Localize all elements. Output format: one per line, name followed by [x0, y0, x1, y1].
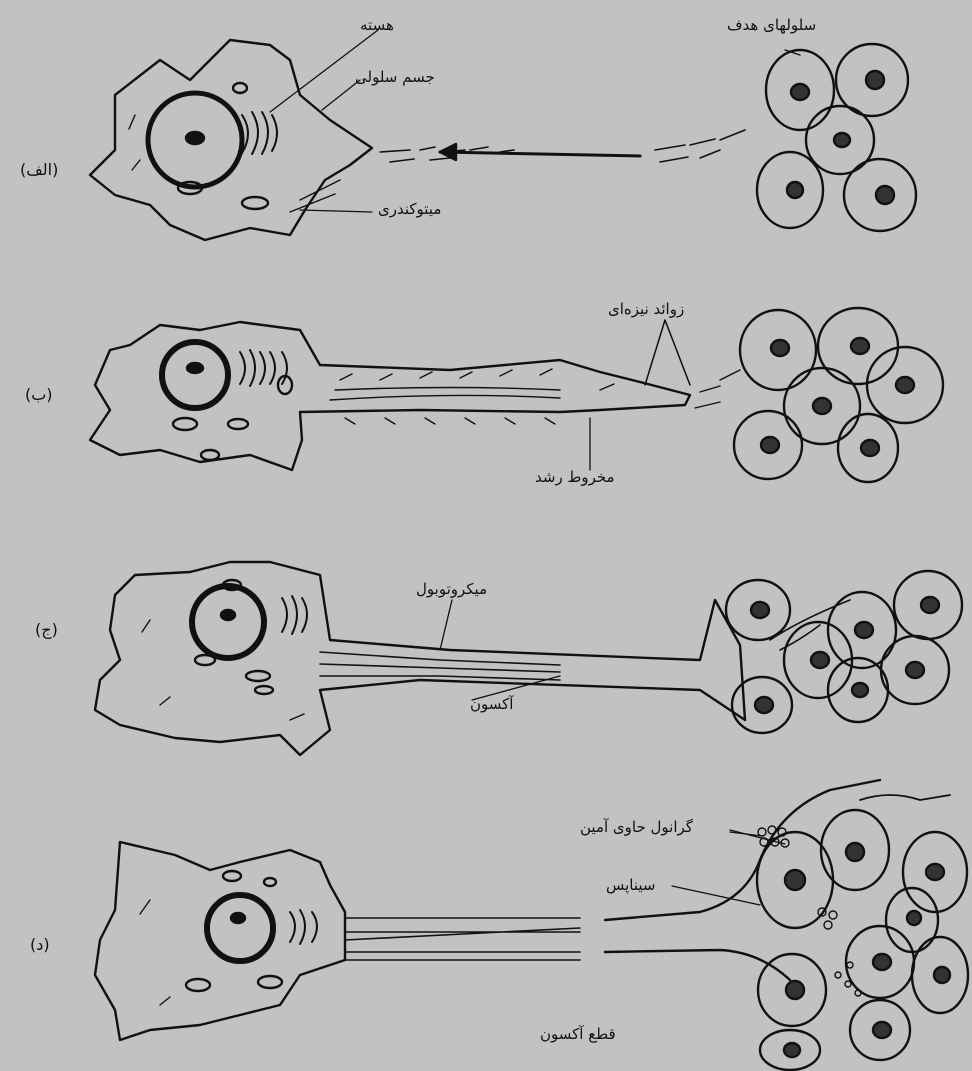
panel-d-neuron [95, 780, 880, 1040]
label-axon: آکسون [470, 695, 513, 713]
panel-label-d: (د) [30, 935, 50, 954]
label-filopodia: زوائد نیزه‌ای [608, 300, 684, 318]
label-synapse: سیناپس [606, 876, 656, 894]
label-axon-cut: قطع آکسون [540, 1025, 616, 1043]
panel-d-target-cells [757, 795, 968, 1070]
panel-a-leaders [270, 30, 800, 212]
panel-a-target-cells [757, 44, 916, 231]
panel-b-neuron [90, 320, 740, 470]
label-growth-cone: مخروط رشد [535, 468, 615, 486]
label-mitochondria: میتوکندری [378, 200, 441, 218]
label-target-cells: سلولهای هدف [727, 16, 816, 34]
label-nucleus: هسته [360, 16, 394, 34]
panel-label-a: (الف) [20, 160, 58, 179]
panel-c-target-cells [726, 571, 962, 733]
label-microtubule: میکروتوبول [416, 580, 487, 598]
panel-b-target-cells [734, 308, 943, 482]
label-cell-body: جسم سلولی [355, 68, 435, 86]
panel-label-b: (ب) [25, 385, 53, 404]
panel-label-c: (ج) [35, 620, 58, 639]
label-amine-granule: گرانول حاوی آمین [580, 818, 693, 836]
